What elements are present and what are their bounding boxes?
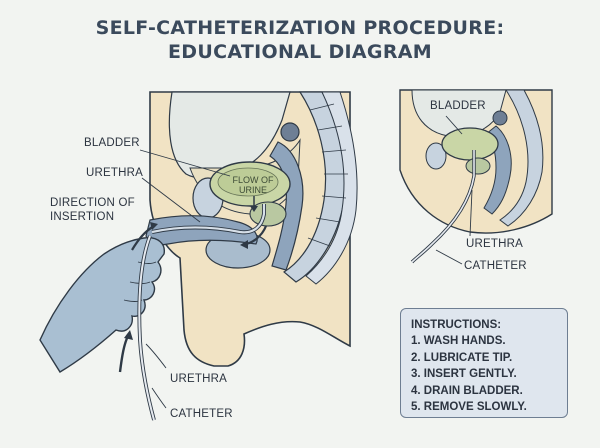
inset-leader-lines [435,115,473,265]
instruction-step: 1. WASH HANDS. [411,335,506,348]
seminal-vesicle [280,122,300,142]
label-direction-line-1: DIRECTION OF [50,197,135,209]
instructions-box: INSTRUCTIONS: 1. WASH HANDS. 2. LUBRICAT… [400,308,568,418]
instruction-step: 5. REMOVE SLOWLY. [411,401,527,414]
inset-label-urethra: URETHRA [466,238,523,250]
label-direction-line-2: INSERTION [50,211,115,223]
instruction-step: 4. DRAIN BLADDER. [411,384,523,397]
inset-pubic-bone [425,142,447,170]
vertebral-lines [307,103,348,247]
main-cross-section [39,91,358,421]
inset-label-catheter: CATHETER [464,260,527,272]
inset-prostate [465,157,491,175]
instructions-heading: INSTRUCTIONS: [411,319,502,331]
label-bladder: BLADDER [84,137,140,149]
label-flow-line-1: FLOW OF [232,175,274,185]
inset-small-organ [492,110,508,126]
label-flow-line-2: URINE [238,185,267,195]
inset-sacrum [499,89,544,227]
prostate [249,201,287,227]
inset-bladder [441,127,499,161]
instructions-list: 1. WASH HANDS. 2. LUBRICATE TIP. 3. INSE… [411,333,557,415]
lower-insertion-arrow [118,335,130,373]
label-urethra-bottom: URETHRA [170,373,227,385]
bladder-inner [217,167,279,197]
main-leader-lines [139,149,231,409]
inset-label-bladder: BLADDER [430,100,486,112]
instruction-step: 2. LUBRICATE TIP. [411,351,513,364]
label-urethra-top: URETHRA [86,167,143,179]
sacrum-inner [305,91,358,285]
inset-cross-section [399,89,553,265]
instruction-step: 3. INSERT GENTLY. [411,368,517,381]
title-line-2: EDUCATIONAL DIAGRAM [168,41,432,63]
title-line-1: SELF-CATHETERIZATION PROCEDURE: [95,17,505,39]
gloved-hand [39,237,165,373]
label-flow-of-urine: FLOW OF URINE [228,175,278,195]
label-direction-of-insertion: DIRECTION OF INSERTION [50,196,135,224]
label-catheter: CATHETER [170,408,233,420]
diagram-title: SELF-CATHETERIZATION PROCEDURE: EDUCATIO… [0,16,600,64]
